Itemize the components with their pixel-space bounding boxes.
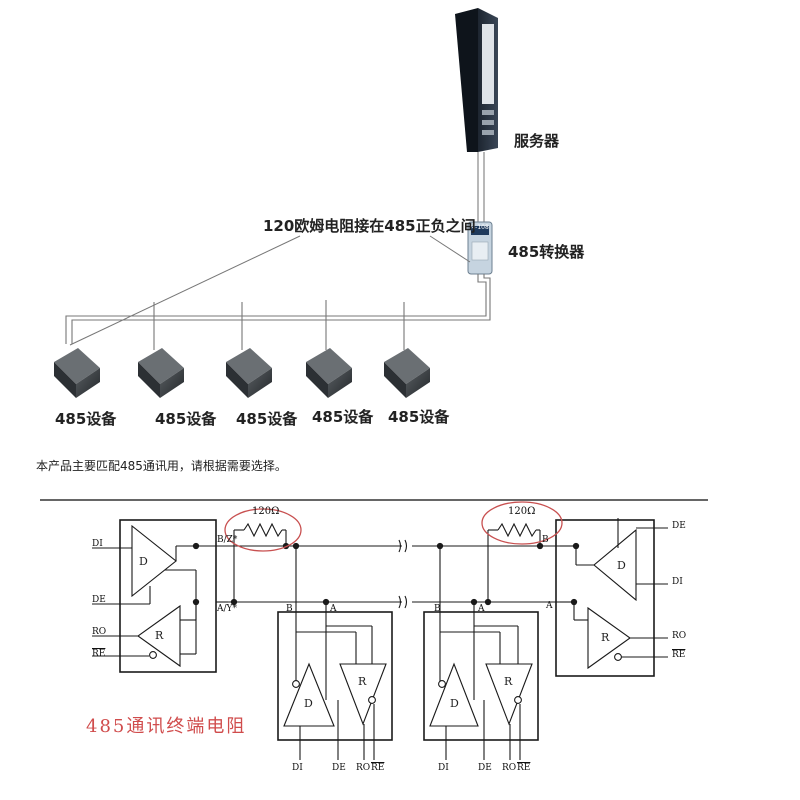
product-note: 本产品主要匹配485通讯用，请根据需要选择。 bbox=[36, 459, 287, 473]
pin-label-b: B bbox=[434, 604, 441, 614]
pin-label-ay: A/Y* bbox=[217, 604, 237, 614]
pin-label-ro: RO bbox=[502, 763, 517, 773]
device-icon bbox=[54, 348, 100, 398]
device-icon bbox=[226, 348, 272, 398]
pin-label-de: DE bbox=[332, 763, 346, 773]
resistor-note: 120欧姆电阻接在485正负之间 bbox=[263, 217, 476, 235]
device-label: 485设备 bbox=[388, 408, 450, 426]
resistor-label: 120Ω bbox=[252, 506, 280, 517]
bus-cable bbox=[65, 274, 491, 350]
server-icon bbox=[455, 8, 498, 152]
pin-label-de: DE bbox=[92, 595, 106, 605]
receiver-label: R bbox=[601, 631, 610, 644]
pin-label-by: B/Z* bbox=[217, 535, 238, 545]
pin-label-a: A bbox=[546, 601, 553, 611]
converter-icon bbox=[467, 221, 493, 275]
pin-label-ro: RO bbox=[92, 627, 107, 637]
receiver-label: R bbox=[358, 675, 367, 688]
device-label: 485设备 bbox=[155, 410, 217, 428]
device-label: 485设备 bbox=[55, 410, 117, 428]
driver-label: D bbox=[304, 697, 313, 710]
converter-label: 485转换器 bbox=[508, 243, 585, 261]
pin-label-de: DE bbox=[672, 521, 686, 531]
device-label: 485设备 bbox=[236, 410, 298, 428]
server-label: 服务器 bbox=[514, 132, 560, 150]
pin-label-di: DI bbox=[92, 539, 103, 549]
driver-label: D bbox=[617, 559, 626, 572]
receiver-label: R bbox=[504, 675, 513, 688]
pin-label-de: DE bbox=[478, 763, 492, 773]
pin-label-di: DI bbox=[438, 763, 449, 773]
schematic-title: 485通讯终端电阻 bbox=[86, 716, 247, 737]
device-label: 485设备 bbox=[312, 408, 374, 426]
driver-label: D bbox=[450, 697, 459, 710]
pin-label-re: RE bbox=[517, 763, 531, 773]
device-icon bbox=[306, 348, 352, 398]
pin-label-a: A bbox=[330, 604, 337, 614]
pin-label-di: DI bbox=[672, 577, 683, 587]
pin-label-ro: RO bbox=[356, 763, 371, 773]
pin-label-a: A bbox=[478, 604, 485, 614]
pin-label-re: RE bbox=[371, 763, 385, 773]
converter-badge: M-108 bbox=[470, 224, 489, 231]
pin-label-re: RE bbox=[672, 650, 686, 660]
pin-label-ro: RO bbox=[672, 631, 687, 641]
pin-label-di: DI bbox=[292, 763, 303, 773]
network-diagram bbox=[54, 8, 498, 398]
pin-label-b: B bbox=[286, 604, 293, 614]
driver-label: D bbox=[139, 555, 148, 568]
resistor-label: 120Ω bbox=[508, 506, 536, 517]
pin-label-b: B bbox=[542, 535, 549, 545]
device-icon bbox=[138, 348, 184, 398]
receiver-label: R bbox=[155, 629, 164, 642]
device-icon bbox=[384, 348, 430, 398]
pin-label-re: RE bbox=[92, 649, 106, 659]
